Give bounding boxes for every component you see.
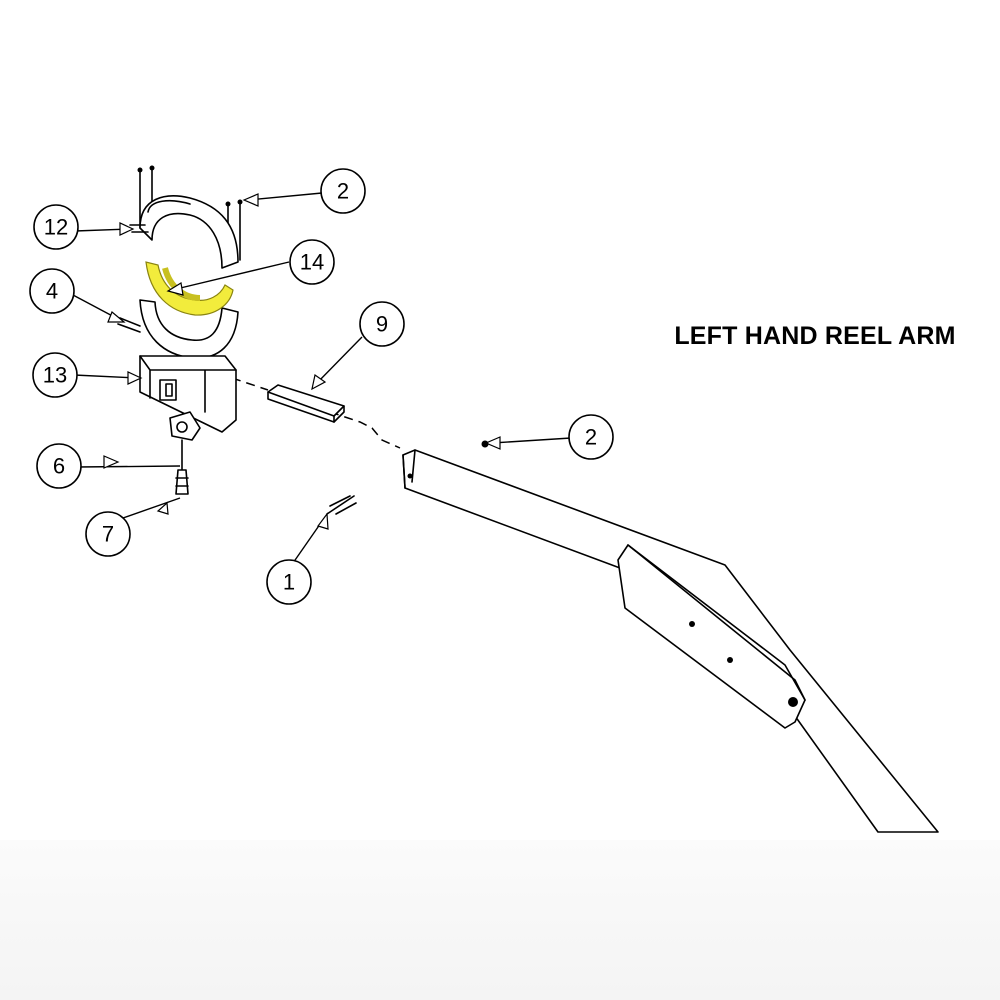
part-1-bolt [326, 495, 357, 515]
arm-mounting-plate [617, 544, 806, 729]
callout-7: 7 [85, 511, 131, 557]
callout-2-arm-label: 2 [585, 425, 597, 450]
bottom-background-band [0, 840, 1000, 1000]
callout-7-label: 7 [102, 522, 114, 547]
reel-arm [402, 449, 939, 833]
callout-14: 14 [289, 239, 335, 285]
alignment-dashed-line [231, 377, 401, 449]
callout-6: 6 [36, 443, 82, 489]
callout-9: 9 [359, 301, 405, 347]
clamp-bracket-assembly [117, 165, 243, 495]
part-9-plate [267, 384, 345, 423]
callout-4: 4 [29, 268, 75, 314]
callout-2-arm: 2 [568, 414, 614, 460]
callout-12: 12 [33, 204, 79, 250]
callout-1-label: 1 [283, 570, 295, 595]
callout-12-label: 12 [44, 215, 68, 240]
callout-13-label: 13 [43, 363, 67, 388]
leader-lines [72, 192, 572, 564]
part-14-liner [145, 261, 234, 316]
diagram-title: LEFT HAND REEL ARM [674, 322, 956, 350]
leader-arrowheads [103, 193, 501, 530]
callout-13: 13 [32, 352, 78, 398]
callout-2-top: 2 [320, 168, 366, 214]
callout-4-label: 4 [46, 279, 58, 304]
callout-1: 1 [266, 559, 312, 605]
callout-2-top-label: 2 [337, 179, 349, 204]
callout-14-label: 14 [300, 250, 324, 275]
callout-9-label: 9 [376, 312, 388, 337]
callout-6-label: 6 [53, 454, 65, 479]
